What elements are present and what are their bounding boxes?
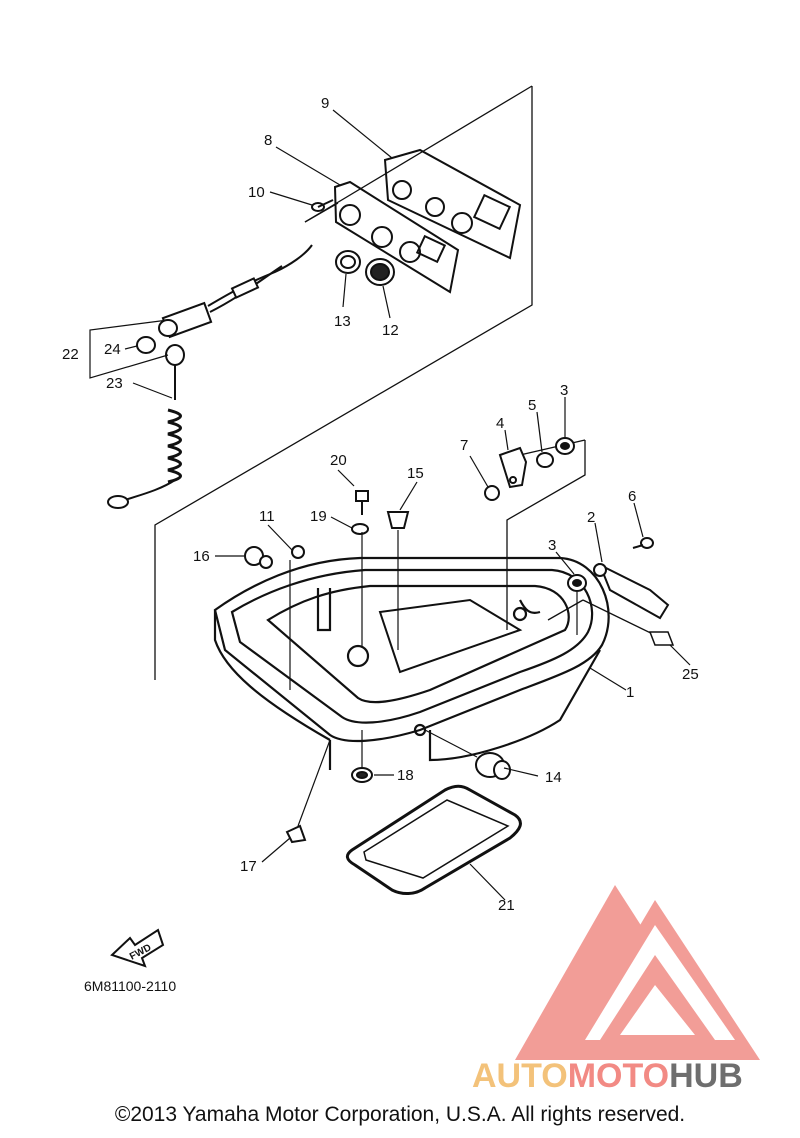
callout-22: 22 [62, 346, 79, 363]
callout-12: 12 [382, 322, 399, 339]
screw-10 [311, 199, 334, 212]
panel-plate-9 [383, 148, 522, 260]
stop-switch-22 [158, 244, 313, 339]
grommet-18 [351, 767, 373, 783]
cap-13 [335, 250, 361, 274]
grommet-3-upper [555, 437, 575, 455]
callout-13: 13 [334, 313, 351, 330]
callout-8: 8 [264, 132, 272, 149]
washer-19 [351, 523, 369, 535]
nut-7 [484, 485, 500, 501]
bottom-cowling-1 [213, 556, 610, 770]
watermark-moto: MOTO [568, 1057, 669, 1095]
nut-5 [536, 452, 554, 468]
callout-3a: 3 [560, 382, 568, 399]
upper-section-outline [154, 85, 533, 680]
grommet-16 [244, 546, 273, 569]
plug-12 [365, 258, 395, 286]
callout-23: 23 [106, 375, 123, 392]
callout-1: 1 [626, 684, 634, 701]
lanyard-23 [107, 344, 185, 509]
part-code: 6M81100-2110 [84, 978, 176, 994]
callout-7: 7 [460, 437, 468, 454]
grommet-17 [285, 824, 307, 844]
seal-21 [346, 784, 522, 895]
leader-lines-lower [215, 397, 691, 901]
cowling-inner-shadow [378, 598, 523, 674]
plug-14 [475, 752, 511, 780]
watermark-auto: AUTO [472, 1057, 568, 1095]
watermark-hub: HUB [669, 1057, 743, 1095]
callout-10: 10 [248, 184, 265, 201]
callout-18: 18 [397, 767, 414, 784]
clip-24 [136, 336, 156, 354]
panel-plate-8 [333, 180, 460, 294]
copyright-notice: ©2013 Yamaha Motor Corporation, U.S.A. A… [114, 1103, 686, 1126]
plate-4 [498, 446, 528, 489]
bolt-20 [355, 490, 369, 515]
leader-lines-upper [89, 109, 393, 399]
bracket-2 [593, 562, 670, 620]
nut-11 [291, 545, 305, 559]
callout-25: 25 [682, 666, 699, 683]
callout-19: 19 [310, 508, 327, 525]
callout-3b: 3 [548, 537, 556, 554]
callout-15: 15 [407, 465, 424, 482]
automotohub-logo-mark [515, 885, 760, 1060]
bolt-6 [632, 537, 654, 549]
callout-14: 14 [545, 769, 562, 786]
callout-20: 20 [330, 452, 347, 469]
grommet-3-lower [567, 574, 587, 592]
label-25 [648, 631, 675, 646]
callout-6: 6 [628, 488, 636, 505]
watermark-text: AUTOMOTOHUB [472, 1057, 743, 1095]
callout-5: 5 [528, 397, 536, 414]
callout-21: 21 [498, 897, 515, 914]
callout-4: 4 [496, 415, 504, 432]
callout-labels: 9 8 10 13 12 22 24 23 20 15 19 11 16 7 4… [62, 95, 699, 914]
callout-17: 17 [240, 858, 257, 875]
callout-24: 24 [104, 341, 121, 358]
grommet-15 [386, 511, 410, 529]
fwd-arrow-icon: FWD [110, 928, 165, 968]
callout-16: 16 [193, 548, 210, 565]
callout-11: 11 [259, 508, 275, 525]
callout-2: 2 [587, 509, 595, 526]
callout-9: 9 [321, 95, 329, 112]
